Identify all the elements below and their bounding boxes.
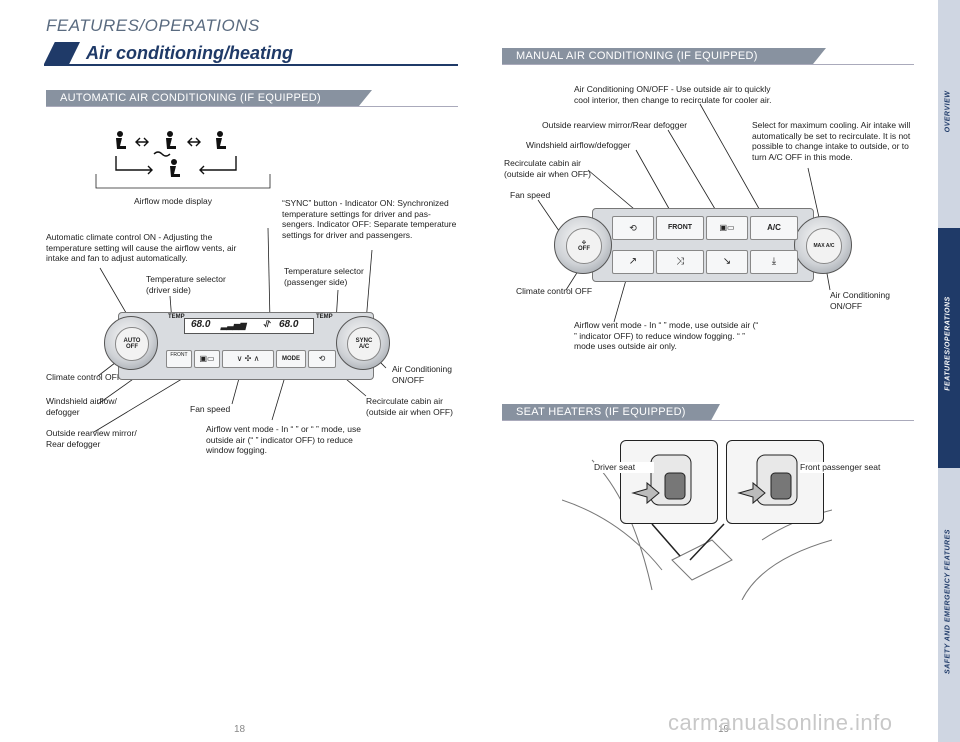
label-airflow-display: Airflow mode display [134, 196, 212, 206]
banner-manual: MANUAL AIR CONDITIONING (IF EQUIPPED) [502, 48, 826, 64]
fan-bars-icon: ▂▃▅▆ [221, 321, 246, 330]
label-rear-defog: Outside rearview mirror/ Rear defogger [46, 428, 137, 449]
watermark: carmanualsonline.info [668, 710, 893, 735]
section-title: FEATURES/OPERATIONS [46, 16, 260, 35]
banner-automatic: AUTOMATIC AIR CONDITIONING (IF EQUIPPED) [46, 90, 372, 106]
auto-lcd-display: 68.0 ▂▃▅▆ ⥯ 68.0 [184, 318, 314, 334]
manual-bilevel-mode-button[interactable]: ⤨ [656, 250, 704, 274]
manual-face-mode-button[interactable]: ↗ [612, 250, 654, 274]
airflow-icon: ⥯ [263, 319, 270, 329]
manual-ac-button[interactable]: A/C [750, 216, 798, 240]
manual-label-fan-speed: Fan speed [510, 190, 551, 200]
temp-label-right: TEMP [316, 314, 333, 320]
manual-feet-mode-button[interactable]: ↘ [706, 250, 748, 274]
recirculate-button[interactable]: ⟲ [308, 350, 336, 368]
mode-button[interactable]: MODE [276, 350, 306, 368]
driver-seat-callout [620, 440, 718, 524]
manual-fan-knob[interactable]: ✣OFF [554, 216, 612, 274]
temp-label-left: TEMP [168, 314, 185, 320]
manual-recirculate-button[interactable]: ⟲ [612, 216, 654, 240]
label-fan-speed: Fan speed [190, 404, 231, 414]
label-sync: “SYNC” button - Indicator ON: Synchroniz… [282, 198, 457, 240]
label-windshield: Windshield airflow/ defogger [46, 396, 117, 417]
manual-rear-defog-button[interactable]: ▣▭ [706, 216, 748, 240]
label-temp-driver: Temperature selector (driver side) [146, 274, 226, 295]
page-number-left: 18 [234, 724, 246, 735]
label-auto: Automatic climate control ON - Adjusting… [46, 232, 237, 263]
manual-label-recirculate: Recirculate cabin air (outside air when … [504, 158, 591, 179]
label-airflow-vent: Airflow vent mode - In “ ” or “ ” mode, … [206, 424, 361, 455]
windshield-defog-button[interactable]: FRONT [166, 350, 192, 368]
manual-label-climate-off: Climate control OFF [516, 286, 593, 296]
label-climate-off: Climate control OFF [46, 372, 123, 382]
sidebar-item-features[interactable]: FEATURES/OPERATIONS [944, 296, 952, 391]
sidebar-item-overview[interactable]: OVERVIEW [944, 90, 952, 133]
label-ac: Air Conditioning ON/OFF [392, 364, 453, 385]
manual-label-max-cool: Select for maximum cooling. Air intake w… [752, 120, 911, 162]
manual-temp-knob[interactable]: MAX A/C [794, 216, 852, 274]
rear-defog-button[interactable]: ▣▭ [194, 350, 220, 368]
sidebar-nav: OVERVIEW FEATURES/OPERATIONS SAFETY AND … [938, 0, 960, 742]
manual-label-windshield: Windshield airflow/defogger [526, 140, 631, 150]
manual-label-ac-desc: Air Conditioning ON/OFF - Use outside ai… [574, 84, 772, 105]
manual-front-defog-button[interactable]: FRONT [656, 216, 704, 240]
manual-label-ac: Air Conditioning ON/OFF [830, 290, 891, 311]
manual-feet-defog-mode-button[interactable]: ⤓ [750, 250, 798, 274]
heading-bar: Air conditioning/heating [44, 42, 458, 66]
label-driver-seat: Driver seat [594, 462, 654, 473]
airflow-mode-icons [106, 128, 256, 184]
page-title: Air conditioning/heating [86, 43, 293, 63]
fan-speed-button[interactable]: ∨ ✣ ∧ [222, 350, 274, 368]
manual-label-rear-defog: Outside rearview mirror/Rear defogger [542, 120, 688, 130]
label-recirculate: Recirculate cabin air (outside air when … [366, 396, 453, 417]
label-passenger-seat: Front passenger seat [800, 462, 890, 473]
page-number-right: 19 [718, 724, 730, 735]
manual-label-airflow-vent: Airflow vent mode - In “ ” mode, use out… [574, 320, 759, 351]
seat-heater-illustration [561, 440, 833, 601]
lcd-temp-left: 68.0 [191, 319, 211, 330]
passenger-seat-callout [726, 440, 824, 524]
banner-seat: SEAT HEATERS (IF EQUIPPED) [502, 404, 720, 420]
lcd-temp-right: 68.0 [279, 319, 299, 330]
label-temp-passenger: Temperature selector (passenger side) [284, 266, 364, 287]
sidebar-item-safety[interactable]: SAFETY AND EMERGENCY FEATURES [944, 529, 952, 674]
